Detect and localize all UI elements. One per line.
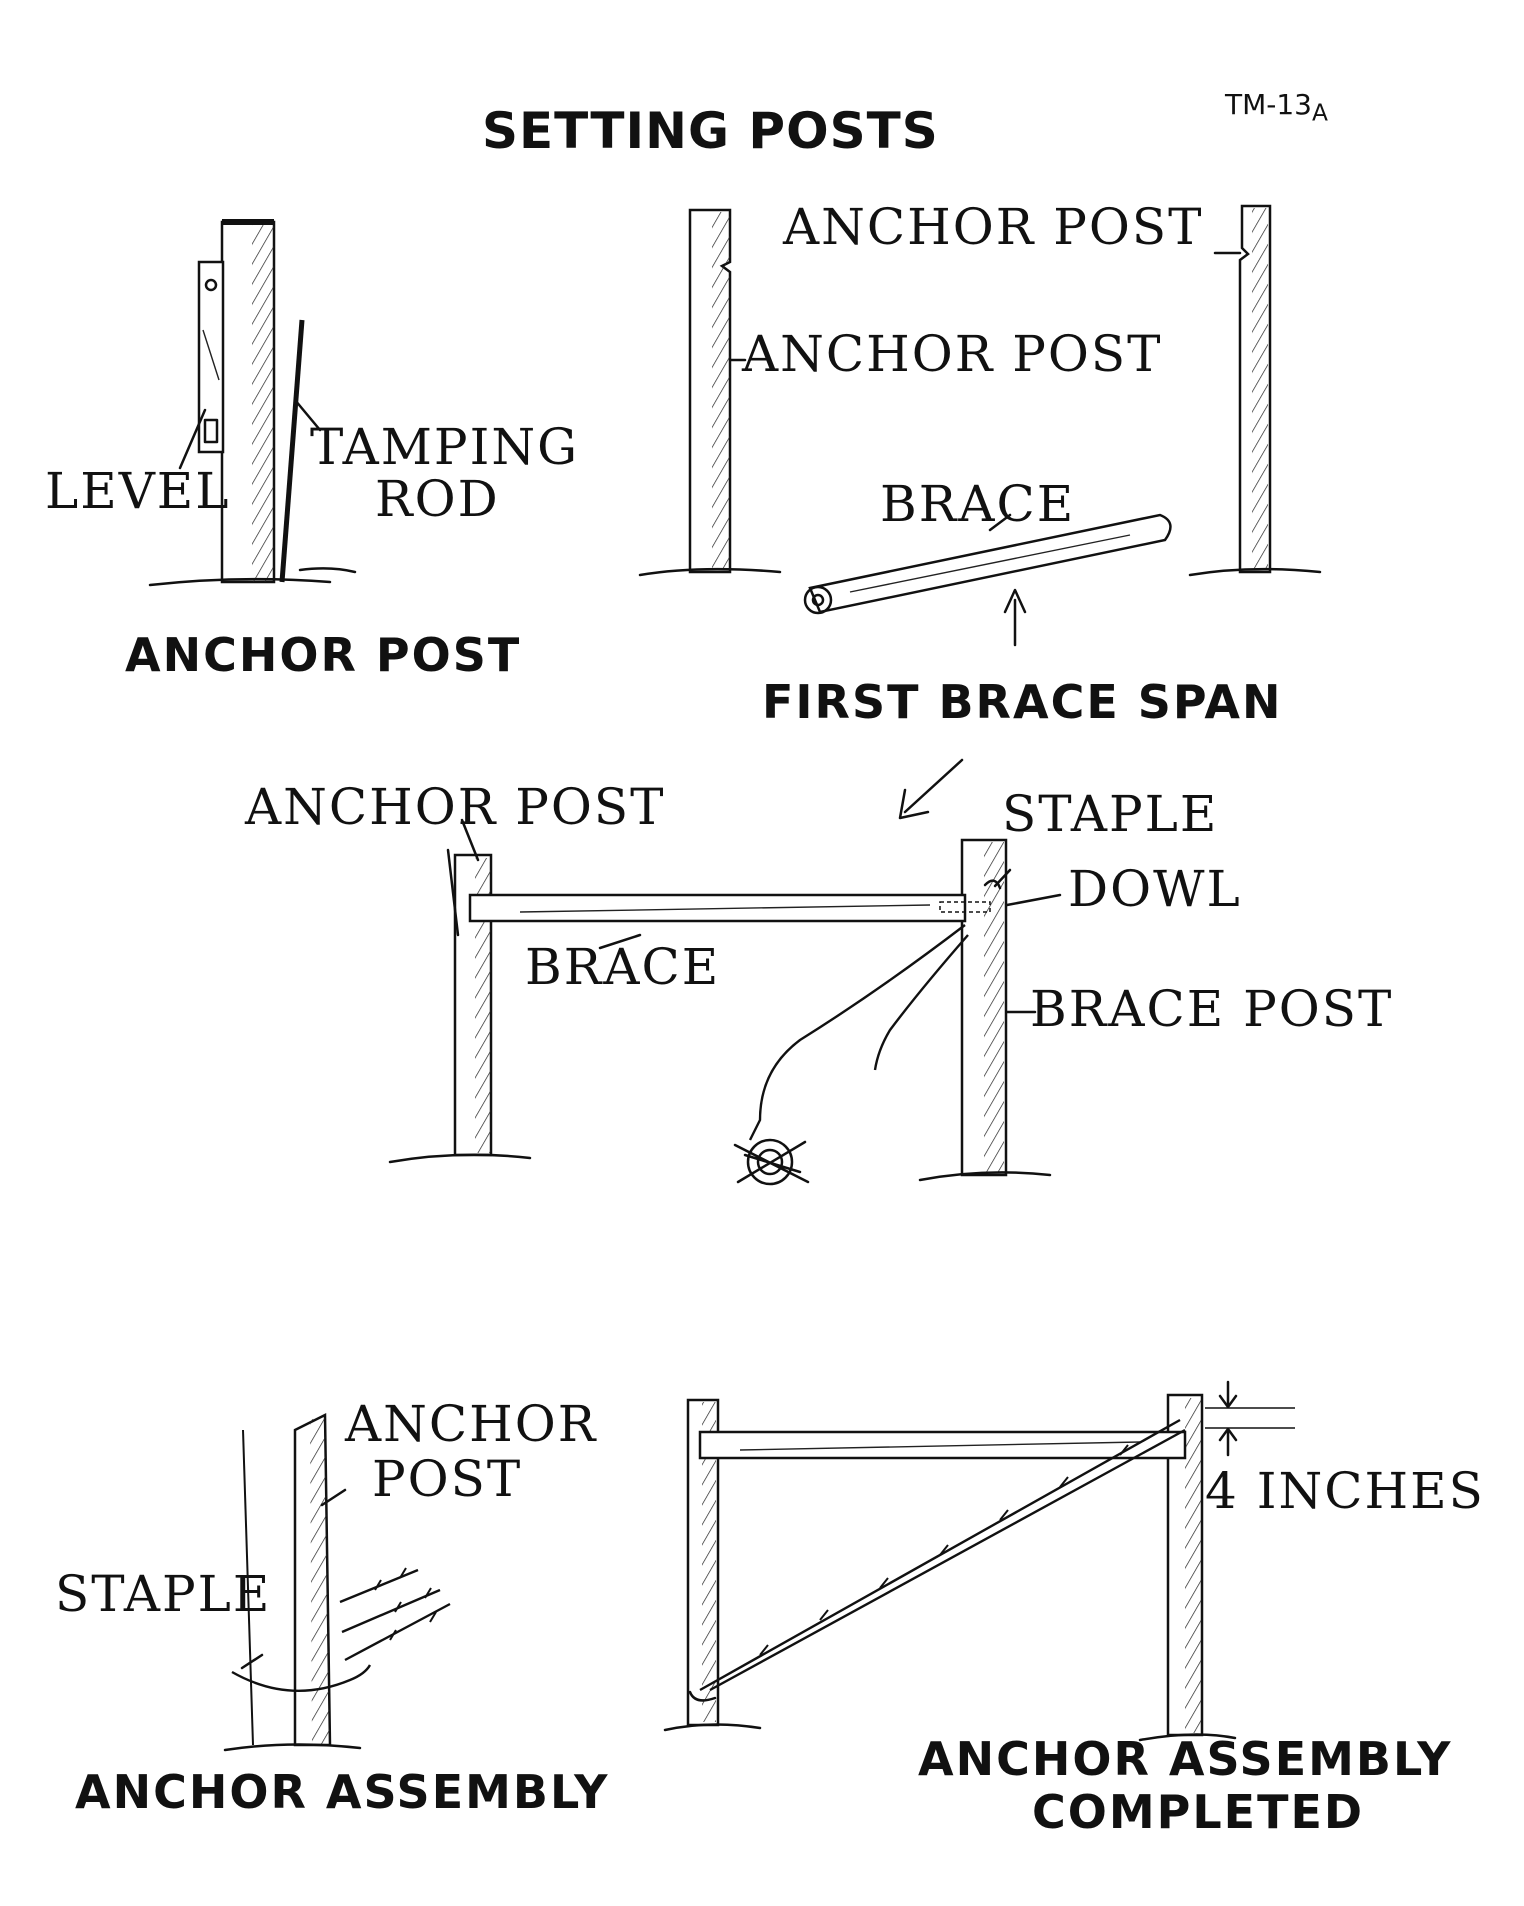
panel-first-brace-span-art: [638, 204, 1322, 647]
anchor-post-caption: ANCHOR POST: [125, 628, 522, 682]
completed-brace-rail-drawing: [698, 1430, 1187, 1460]
anchor-assembly-completed-caption-line1: ANCHOR ASSEMBLY: [918, 1732, 1453, 1786]
dowl-label: DOWL: [1068, 860, 1242, 918]
anchor-assembly-caption: ANCHOR ASSEMBLY: [75, 1765, 610, 1819]
document-code-sub: A: [1312, 98, 1328, 127]
document-code: TM-13A: [1225, 88, 1328, 127]
page-title: SETTING POSTS: [482, 102, 939, 160]
document-code-main: TM-13: [1225, 88, 1312, 121]
barbed-wire-coil-drawing: [733, 1138, 810, 1186]
anchor-assembly-staple-label: STAPLE: [55, 1565, 272, 1623]
anchor-assembly-post-label-line1: ANCHOR: [345, 1395, 598, 1453]
level-label: LEVEL: [45, 462, 231, 520]
panel-anchor-post-art: [148, 219, 357, 587]
tamping-rod-label-line1: TAMPING: [310, 418, 580, 476]
panel-anchor-assembly-art: [223, 1412, 451, 1752]
first-brace-span-caption: FIRST BRACE SPAN: [762, 675, 1283, 729]
anchor-assembly-post-label-line2: POST: [372, 1450, 523, 1508]
tamping-rod-label-line2: ROD: [375, 470, 500, 528]
panel-anchor-assembly-completed-art: [663, 1380, 1295, 1742]
brace-assembly-anchor-post-label: ANCHOR POST: [245, 778, 666, 836]
left-anchor-post-label: ANCHOR POST: [742, 325, 1163, 383]
brace-label: BRACE: [880, 475, 1076, 533]
right-anchor-post-label: ANCHOR POST: [783, 198, 1204, 256]
brace-assembly-brace-label: BRACE: [525, 938, 721, 996]
anchor-assembly-completed-caption-line2: COMPLETED: [1032, 1785, 1365, 1839]
direction-arrow: [898, 758, 964, 820]
panel-brace-assembly-art: [388, 818, 1062, 1186]
four-inches-label: 4 INCHES: [1205, 1462, 1485, 1520]
tamping-rod-drawing: [279, 319, 305, 583]
staple-label: STAPLE: [1002, 785, 1219, 843]
brace-post-label: BRACE POST: [1030, 980, 1394, 1038]
